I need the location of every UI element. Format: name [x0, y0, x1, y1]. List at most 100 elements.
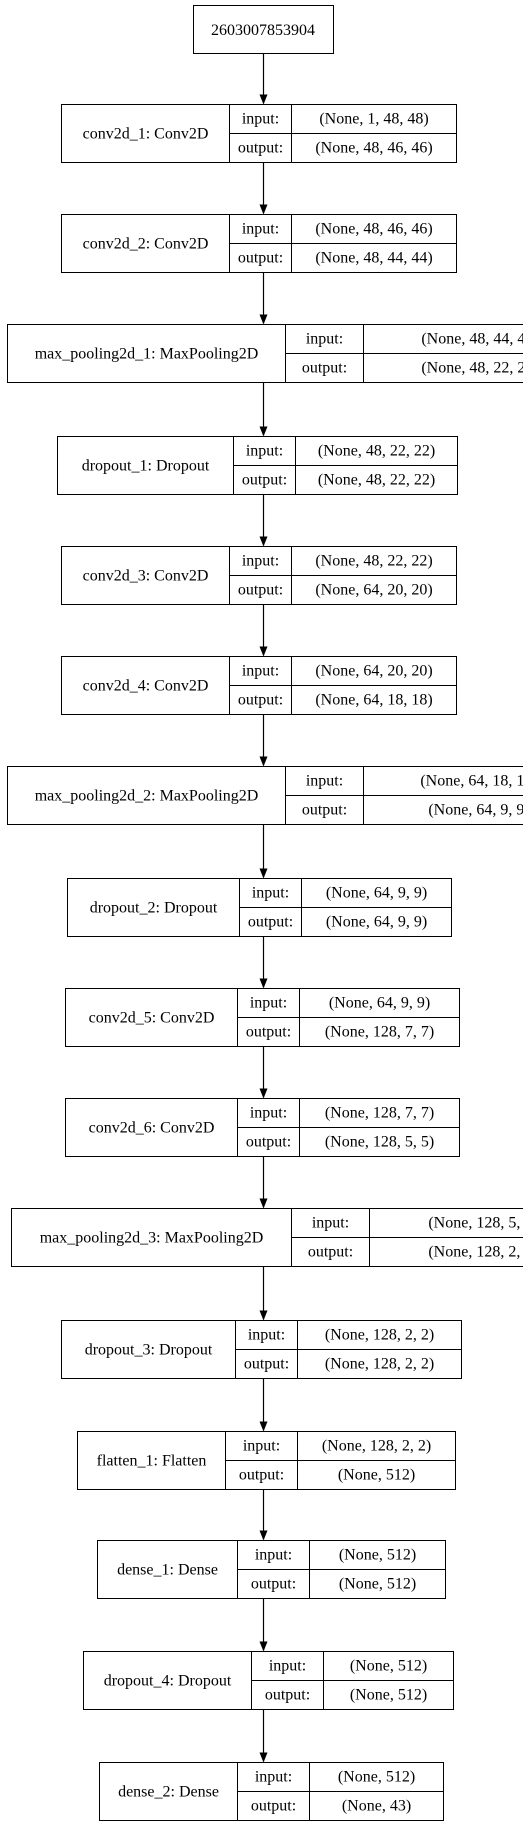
output-port-label: output:: [242, 472, 287, 489]
layer-node: dense_1: Dense input: output: (None, 512) (N…: [97, 1540, 446, 1599]
output-shape: (None, 48, 46, 46): [315, 140, 432, 157]
layer-name: dropout_4: Dropout: [104, 1673, 232, 1690]
output-port-label: output:: [246, 1134, 291, 1151]
input-shape: (None, 512): [338, 1769, 415, 1786]
layer-node: conv2d_4: Conv2D input: output: (None, 64, …: [61, 656, 457, 715]
input-port-label: input:: [306, 331, 343, 348]
layer-name: max_pooling2d_3: MaxPooling2D: [40, 1230, 264, 1247]
input-port-label: input:: [248, 1327, 285, 1344]
model-id-node: 2603007853904: [193, 5, 334, 54]
output-shape: (None, 512): [338, 1467, 415, 1484]
input-shape: (None, 48, 46, 46): [315, 221, 432, 238]
input-shape: (None, 64, 18, 18): [420, 773, 523, 790]
layer-name: conv2d_2: Conv2D: [83, 236, 209, 253]
input-port-label: input:: [255, 1547, 292, 1564]
layer-node: max_pooling2d_1: MaxPooling2D input: outpu…: [7, 324, 523, 383]
layer-node: max_pooling2d_2: MaxPooling2D input: outpu…: [7, 766, 523, 825]
output-shape: (None, 48, 22, 22): [318, 472, 435, 489]
layer-name: dense_2: Dense: [118, 1784, 219, 1801]
output-port-label: output:: [238, 250, 283, 267]
output-shape: (None, 128, 7, 7): [325, 1024, 434, 1041]
input-shape: (None, 128, 5, 5): [428, 1215, 523, 1232]
output-port-label: output:: [248, 914, 293, 931]
output-shape: (None, 64, 18, 18): [315, 692, 432, 709]
output-port-label: output:: [302, 360, 347, 377]
output-shape: (None, 128, 5, 5): [325, 1134, 434, 1151]
output-port-label: output:: [238, 140, 283, 157]
output-shape: (None, 512): [350, 1687, 427, 1704]
input-port-label: input:: [242, 553, 279, 570]
output-port-label: output:: [251, 1798, 296, 1815]
model-id-label: 2603007853904: [211, 22, 315, 39]
input-shape: (None, 128, 7, 7): [325, 1105, 434, 1122]
layer-name: dense_1: Dense: [117, 1562, 218, 1579]
layer-name: conv2d_5: Conv2D: [89, 1010, 215, 1027]
input-port-label: input:: [306, 773, 343, 790]
input-shape: (None, 512): [350, 1658, 427, 1675]
output-shape: (None, 64, 9, 9): [428, 802, 523, 819]
output-shape: (None, 48, 44, 44): [315, 250, 432, 267]
output-shape: (None, 64, 20, 20): [315, 582, 432, 599]
layer-name: max_pooling2d_2: MaxPooling2D: [35, 788, 259, 805]
model-id-box: [193, 5, 334, 54]
output-port-label: output:: [239, 1467, 284, 1484]
layer-name: dropout_1: Dropout: [82, 458, 210, 475]
layer-name: dropout_2: Dropout: [90, 900, 218, 917]
layer-node: conv2d_6: Conv2D input: output: (None, 128,…: [65, 1098, 460, 1157]
layer-node: max_pooling2d_3: MaxPooling2D input: outpu…: [11, 1208, 523, 1267]
input-shape: (None, 48, 22, 22): [318, 443, 435, 460]
input-shape: (None, 64, 9, 9): [326, 885, 427, 902]
layer-node: dropout_4: Dropout input: output: (None, 51…: [83, 1651, 454, 1710]
layer-node: conv2d_5: Conv2D input: output: (None, 64, …: [65, 988, 460, 1047]
input-port-label: input:: [252, 885, 289, 902]
layer-node: conv2d_3: Conv2D input: output: (None, 48, …: [61, 546, 457, 605]
input-shape: (None, 512): [339, 1547, 416, 1564]
output-port-label: output:: [302, 802, 347, 819]
output-port-label: output:: [251, 1576, 296, 1593]
input-port-label: input:: [269, 1658, 306, 1675]
output-shape: (None, 48, 22, 22): [421, 360, 523, 377]
input-port-label: input:: [242, 221, 279, 238]
layer-node: dropout_2: Dropout input: output: (None, 64…: [67, 878, 452, 937]
input-shape: (None, 64, 9, 9): [329, 995, 430, 1012]
input-port-label: input:: [250, 995, 287, 1012]
input-port-label: input:: [242, 663, 279, 680]
input-port-label: input:: [250, 1105, 287, 1122]
layer-name: conv2d_1: Conv2D: [83, 126, 209, 143]
output-port-label: output:: [244, 1356, 289, 1373]
layer-node: dense_2: Dense input: output: (None, 512) (N…: [99, 1762, 444, 1821]
output-shape: (None, 64, 9, 9): [326, 914, 427, 931]
input-port-label: input:: [312, 1215, 349, 1232]
input-shape: (None, 1, 48, 48): [319, 111, 428, 128]
output-shape: (None, 128, 2, 2): [428, 1244, 523, 1261]
layer-node: dropout_1: Dropout input: output: (None, 48…: [57, 436, 458, 495]
layer-node: conv2d_2: Conv2D input: output: (None, 48, …: [61, 214, 457, 273]
layer-name: max_pooling2d_1: MaxPooling2D: [35, 346, 259, 363]
output-port-label: output:: [246, 1024, 291, 1041]
output-port-label: output:: [308, 1244, 353, 1261]
input-port-label: input:: [255, 1769, 292, 1786]
layer-node: dropout_3: Dropout input: output: (None, 12…: [61, 1320, 462, 1379]
layer-nodes: conv2d_1: Conv2D input: output: (None, 1, 4…: [7, 104, 523, 1821]
input-shape: (None, 48, 44, 44): [421, 331, 523, 348]
output-port-label: output:: [238, 692, 283, 709]
input-shape: (None, 48, 22, 22): [315, 553, 432, 570]
input-shape: (None, 128, 2, 2): [322, 1438, 431, 1455]
layer-name: conv2d_6: Conv2D: [89, 1120, 215, 1137]
layer-name: flatten_1: Flatten: [97, 1453, 207, 1470]
layer-node: flatten_1: Flatten input: output: (None, 12…: [77, 1431, 456, 1490]
layer-name: conv2d_4: Conv2D: [83, 678, 209, 695]
output-port-label: output:: [238, 582, 283, 599]
output-port-label: output:: [265, 1687, 310, 1704]
output-shape: (None, 512): [339, 1576, 416, 1593]
output-shape: (None, 43): [342, 1798, 411, 1815]
input-shape: (None, 64, 20, 20): [315, 663, 432, 680]
input-port-label: input:: [243, 1438, 280, 1455]
layer-name: conv2d_3: Conv2D: [83, 568, 209, 585]
output-shape: (None, 128, 2, 2): [325, 1356, 434, 1373]
input-port-label: input:: [246, 443, 283, 460]
layer-name: dropout_3: Dropout: [85, 1342, 213, 1359]
